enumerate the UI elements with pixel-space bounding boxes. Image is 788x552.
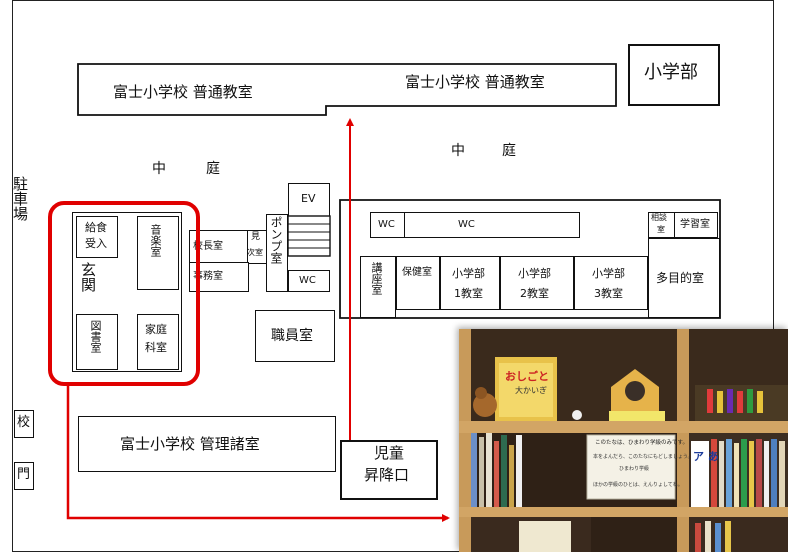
class2-label-1: 小学部 (518, 267, 551, 280)
book-title: おしごと (505, 370, 549, 383)
mi-label-1: 見 (251, 232, 261, 242)
courtyard-left-char-2: 庭 (206, 161, 220, 177)
ev-label: EV (301, 192, 316, 205)
lecture-label: 講座室 (370, 262, 383, 295)
sign-line-2: ひまわり学級 (619, 466, 650, 472)
multipurpose-label: 多目的室 (656, 271, 705, 285)
health-label: 保健室 (402, 267, 432, 278)
courtyard-right-char-2: 庭 (502, 143, 516, 159)
courtyard-right-char-1: 中 (451, 143, 465, 159)
book-subtitle: 大かいぎ (515, 386, 547, 395)
small-room-label-1: 相談 (651, 213, 667, 222)
classroom-a-label: 富士小学校 普通教室 (113, 83, 253, 101)
staff-room-label: 職員室 (271, 328, 313, 344)
kyushoku-label-2: 受入 (85, 237, 107, 250)
principal-label: 校長室 (193, 241, 223, 252)
wc-room-1 (370, 212, 406, 238)
elementary-dept-label: 小学部 (644, 62, 698, 83)
class2-label-2: 2教室 (520, 287, 549, 300)
wc-room-small (288, 270, 330, 292)
wc-label-1: WC (378, 219, 395, 230)
gate-post-lower (14, 462, 34, 490)
sign-line-3: ほかの学級のひとは、えんりょしてね。 (593, 482, 683, 488)
wc-room-2 (404, 212, 580, 238)
library-shelf-photo: おしごと 大かいぎ このたなは、ひまわり学級のみです。 本をよんだら、このたなに… (459, 329, 788, 552)
shelf-kana-label: ア あ (693, 450, 719, 463)
home-ec-room (137, 314, 179, 370)
kyushoku-room (76, 216, 118, 258)
class3-room (574, 256, 648, 310)
small-room (648, 212, 676, 238)
class1-label-1: 小学部 (452, 267, 485, 280)
health-room (396, 256, 440, 310)
admin-label: 富士小学校 管理諸室 (120, 435, 260, 453)
student-entrance (340, 440, 438, 500)
elementary-dept-box (628, 44, 720, 106)
pump-room-label: ポンプ室 (269, 216, 283, 264)
home-ec-label-2: 科室 (145, 341, 167, 354)
home-ec-label-1: 家庭 (145, 323, 167, 336)
classroom-b-label: 富士小学校 普通教室 (405, 73, 545, 91)
library-highlight-box (48, 201, 200, 386)
library-room (76, 314, 118, 370)
school-gate-label-2: 門 (17, 467, 31, 482)
multipurpose-room (648, 238, 720, 318)
class1-room (440, 256, 500, 310)
class3-label-1: 小学部 (592, 267, 625, 280)
gate-post-upper (14, 410, 34, 438)
entrance-label: 玄関 (79, 262, 97, 292)
music-room (137, 216, 179, 290)
student-entrance-label-2: 昇降口 (364, 466, 410, 484)
shelf-illustration (459, 329, 788, 552)
school-gate-label-1: 校 (17, 415, 31, 430)
mi-label-2: 次室 (247, 248, 263, 257)
lecture-room (360, 256, 396, 318)
class3-label-2: 3教室 (594, 287, 623, 300)
courtyard-left-char-1: 中 (152, 161, 166, 177)
admin-building (78, 416, 336, 472)
parking-label: 駐車場 (11, 176, 29, 221)
ev-room (288, 183, 330, 217)
class1-label-2: 1教室 (454, 287, 483, 300)
small-room-label-2: 室 (657, 225, 665, 234)
staff-room (255, 310, 335, 362)
library-label: 図書室 (89, 320, 102, 353)
sign-title: このたなは、ひまわり学級のみです。 (595, 440, 688, 446)
study-room (674, 212, 718, 238)
sign-line-1: 本をよんだら、このたなにもどしましょう。 (593, 454, 693, 460)
wc-label-2: WC (458, 219, 475, 230)
class2-room (500, 256, 574, 310)
kyushoku-label-1: 給食 (85, 221, 107, 234)
photo-pointer-arrow (66, 384, 450, 522)
office-label: 事務室 (193, 271, 223, 282)
music-room-label: 音楽室 (149, 224, 162, 257)
student-entrance-label-1: 児童 (374, 444, 405, 462)
study-room-label: 学習室 (680, 219, 710, 230)
wc-label-small: WC (299, 275, 316, 286)
